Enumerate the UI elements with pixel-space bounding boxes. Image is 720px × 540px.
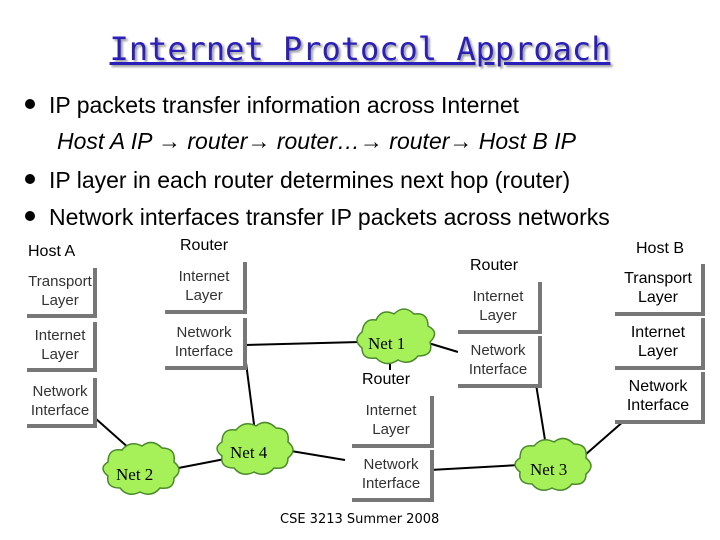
host-b-internet-layer: Internet Layer: [615, 318, 705, 370]
footer-text: CSE 3213 Summer 2008: [280, 512, 440, 527]
host-b-label: Host B: [636, 240, 685, 257]
line-router1-net1: [244, 341, 361, 346]
bullet-1: IP packets transfer information across I…: [25, 92, 715, 119]
net1-cloud: Net 1: [356, 308, 436, 365]
bullet-3: Network interfaces transfer IP packets a…: [25, 204, 715, 231]
host-a-transport-layer: Transport Layer: [27, 268, 97, 318]
router-2-internet-layer: Internet Layer: [458, 282, 542, 334]
line-router3-net3: [429, 464, 521, 471]
bullet-1-detail: Host A IP → router→ router…→ router→ Hos…: [57, 128, 576, 154]
bullet-dot-icon: [25, 98, 35, 109]
line-net4-router3: [284, 449, 346, 461]
host-a-network-interface: Network Interface: [27, 378, 97, 428]
host-a-internet-layer: Internet Layer: [27, 322, 97, 372]
router-1-internet-layer: Internet Layer: [165, 262, 247, 314]
router-2-label: Router: [470, 257, 519, 274]
net3-cloud: Net 3: [514, 437, 592, 491]
net2-label: Net 2: [116, 465, 153, 484]
bullet-dot-icon: [25, 173, 35, 184]
net3-label: Net 3: [530, 460, 567, 479]
net1-label: Net 1: [368, 334, 405, 353]
line-router2-net3: [534, 377, 546, 441]
net2-cloud: Net 2: [102, 441, 180, 495]
net4-cloud: Net 4: [216, 421, 294, 475]
host-b-network-interface: Network Interface: [615, 372, 705, 424]
net4-label: Net 4: [230, 443, 268, 462]
page-title: Internet Protocol Approach: [109, 30, 611, 68]
bullet-dot-icon: [25, 210, 35, 221]
router-3-internet-layer: Internet Layer: [352, 396, 434, 448]
router-2-network-interface: Network Interface: [458, 336, 542, 388]
bullet-2: IP layer in each router determines next …: [25, 167, 715, 194]
router-3-label: Router: [362, 371, 411, 388]
router-3-network-interface: Network Interface: [352, 450, 434, 502]
line-net3-hostb: [584, 419, 626, 456]
host-a-label: Host A: [28, 243, 76, 260]
router-1-network-interface: Network Interface: [165, 318, 247, 370]
host-b-transport-layer: Transport Layer: [615, 264, 705, 316]
router-1-label: Router: [180, 237, 229, 254]
